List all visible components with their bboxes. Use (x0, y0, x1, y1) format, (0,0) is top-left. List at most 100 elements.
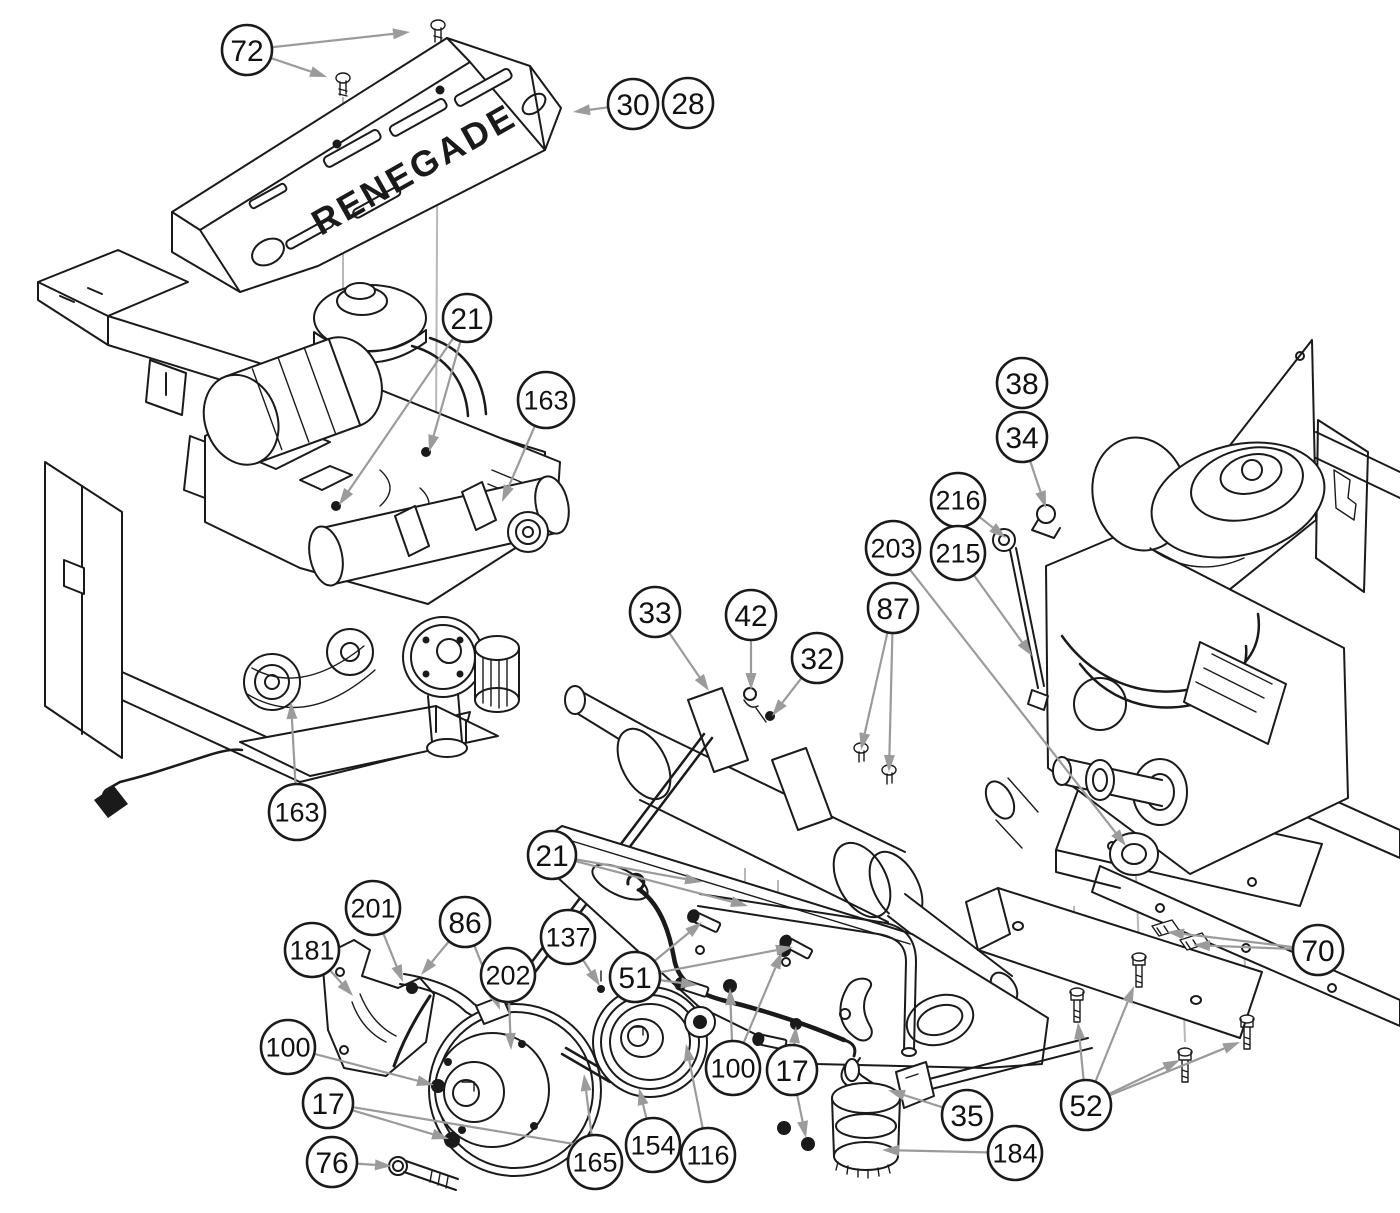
callout-137: 137 (539, 908, 600, 986)
leader-arrowhead (374, 1159, 392, 1171)
air-cleaner (313, 282, 427, 364)
leader-arrowhead (772, 699, 787, 716)
muffler-assembly (564, 685, 1039, 1005)
balloon-circle (283, 921, 341, 979)
leader-arrowhead (1167, 928, 1185, 940)
frame-bolts (1069, 952, 1255, 1083)
leader-line (353, 1106, 576, 1146)
balloon-circle (441, 292, 493, 344)
balloon-circle (301, 1076, 355, 1130)
callout-202: 202 (479, 946, 537, 1050)
callout-100: 100 (259, 1018, 434, 1087)
leader-arrowhead (1122, 986, 1134, 1004)
output-shaft (1052, 756, 1163, 876)
balloon-circle (765, 1043, 819, 1097)
formed-rod (697, 893, 917, 1051)
leader-line (668, 632, 701, 678)
leader-line (1029, 461, 1042, 493)
leader-line (660, 979, 682, 984)
balloon-number: 100 (710, 1054, 755, 1084)
engine-clutch (402, 616, 484, 758)
leader-arrowhead (745, 673, 757, 690)
balloon-circle (220, 23, 274, 77)
cover-vent-slots (248, 68, 513, 250)
balloon-circle (259, 1018, 317, 1076)
leader-arrowhead (431, 1128, 449, 1140)
callout-163: 163 (267, 702, 327, 842)
leader-arrowhead (684, 873, 702, 885)
balloon-number: 30 (616, 89, 649, 122)
balloon-circle (624, 1116, 682, 1174)
callout-201: 201 (344, 879, 403, 982)
leader-arrowhead (1162, 1060, 1180, 1073)
leader-line (979, 516, 994, 529)
leader-line (431, 941, 450, 963)
leader-line (272, 32, 394, 49)
callout-38: 38 (995, 356, 1049, 410)
outlet-clamp (984, 777, 1039, 849)
callout-21: 21 (526, 829, 748, 908)
leader-arrowhead (286, 702, 298, 720)
callout-52: 52 (1059, 986, 1240, 1132)
leader-line (575, 860, 732, 903)
wire-harness (94, 748, 244, 818)
oil-filter (474, 635, 520, 713)
intake-canister (202, 336, 383, 466)
leader-arrowhead (859, 732, 871, 750)
leader-arrowhead (586, 968, 600, 986)
leader-arrowhead (989, 523, 1006, 538)
callout-72: 72 (220, 23, 410, 77)
leader-arrowhead (694, 673, 709, 691)
leader-line (1094, 1001, 1129, 1082)
leader-arrowhead (1074, 1022, 1086, 1040)
balloon-number: 51 (618, 962, 651, 995)
balloon-circle (267, 782, 327, 842)
callout-181: 181 (283, 921, 353, 996)
balloon-circle (608, 950, 662, 1004)
engine-muffler-canister (308, 447, 570, 587)
leader-arrowhead (685, 922, 702, 938)
muffler-strap (771, 747, 833, 831)
balloon-number: 215 (935, 539, 980, 569)
leader-line (888, 633, 894, 756)
balloon-circle (1059, 1078, 1113, 1132)
double-pulley (592, 986, 708, 1098)
callout-154: 154 (624, 1088, 682, 1174)
callout-32: 32 (772, 631, 844, 716)
callout-116: 116 (679, 1044, 737, 1184)
balloon-number: 87 (876, 593, 909, 626)
leader-line (589, 106, 608, 111)
callout-28: 28 (661, 76, 715, 130)
balloon-number: 33 (638, 597, 671, 630)
leader-arrowhead (883, 754, 895, 772)
balloon-circle (704, 1039, 762, 1097)
callout-17: 17 (765, 1026, 819, 1138)
clutch-bracket (321, 939, 435, 1077)
leader-line (903, 1094, 943, 1109)
balloon-number: 17 (775, 1055, 808, 1088)
renegade-cover: RENEGADE (171, 37, 562, 293)
left-engine (202, 282, 570, 758)
leader-arrowhead (392, 28, 410, 40)
leader-arrowhead (788, 1026, 800, 1044)
leader-arrowhead (391, 964, 403, 982)
leader-arrowhead (580, 1074, 592, 1092)
leader-arrowhead (502, 484, 514, 502)
balloon-number: 21 (535, 840, 568, 873)
leader-arrowhead (888, 1089, 906, 1101)
lifting-eye (1031, 504, 1061, 539)
balloon-circle (929, 524, 987, 582)
balloon-number: 203 (870, 534, 915, 564)
leader-arrowhead (725, 988, 737, 1006)
leader-line (352, 1109, 434, 1136)
callout-34: 34 (995, 410, 1049, 508)
washer (684, 1006, 716, 1038)
balloon-circle (661, 76, 715, 130)
balloon-number: 42 (734, 600, 767, 633)
support-rod (901, 1037, 1093, 1097)
leader-arrowhead (680, 977, 698, 989)
clutch-bolt (388, 1156, 459, 1191)
leader-arrowhead (339, 487, 354, 505)
balloon-number: 21 (450, 303, 483, 336)
